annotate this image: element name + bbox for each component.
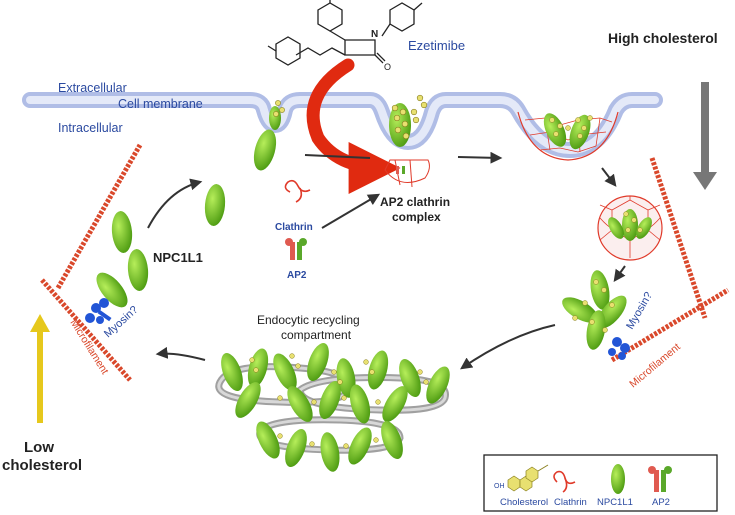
extracellular-label: Extracellular (58, 81, 127, 95)
arrow-to-recycling (460, 324, 556, 370)
arrow-clathrin-to-complex (321, 193, 381, 229)
legend-cholesterol-label: Cholesterol (500, 497, 548, 508)
npc1l1-membrane-pit-2 (389, 94, 428, 147)
endocytic-label-line2: compartment (281, 328, 352, 342)
oxygen-label: O (384, 62, 391, 72)
ap2-small (396, 166, 405, 174)
myosin-left-label: Myosin? (102, 304, 140, 340)
arrow-recycling-to-left (155, 346, 206, 361)
ezetimibe-label: Ezetimibe (408, 38, 465, 53)
ap2-free (285, 238, 307, 260)
intracellular-label: Intracellular (58, 121, 123, 135)
arrow-pit-to-vesicle (601, 167, 617, 187)
microfilament-left-label: Microfilament (67, 317, 110, 376)
nitrogen-label: N (371, 29, 378, 40)
microfilament-right (610, 157, 730, 363)
myosin-right (608, 337, 630, 360)
high-cholesterol-label: High cholesterol (608, 30, 718, 46)
low-cholesterol-label-line1: Low (24, 439, 54, 456)
microfilament-right-label: Microfilament (627, 341, 683, 390)
arrow-to-membrane (147, 178, 203, 229)
legend-clathrin-label: Clathrin (554, 497, 587, 508)
ap2-icon (648, 466, 672, 492)
npc1l1-label: NPC1L1 (153, 250, 203, 265)
myosin-left (85, 298, 112, 324)
high-cholesterol-arrow (693, 82, 717, 190)
ezetimibe-inhibition-arrow (306, 58, 401, 194)
legend-oh-label: OH (494, 483, 505, 490)
legend: OH Cholesterol Clathrin NPC1L1 AP2 (483, 454, 718, 512)
low-cholesterol-arrow (30, 314, 50, 423)
cholesterol-icon (507, 464, 549, 492)
ezetimibe-molecule (267, 0, 423, 66)
endocytic-label-line1: Endocytic recycling (257, 313, 360, 327)
endocytic-recycling-compartment (215, 342, 450, 472)
legend-ap2-label: AP2 (652, 497, 670, 508)
clathrin-coated-vesicle (597, 195, 663, 261)
ap2-label: AP2 (287, 270, 307, 281)
clathrin-free (284, 179, 311, 203)
npc1l1-proteins-left (96, 129, 277, 308)
clathrin-icon (553, 470, 576, 493)
ap2-clathrin-complex-line1: AP2 clathrin (380, 195, 450, 209)
legend-npc1l1-label: NPC1L1 (597, 497, 633, 508)
myosin-right-label: Myosin? (624, 290, 655, 331)
clathrin-pit-small (384, 159, 430, 188)
arrow-vesicle-to-uncoated (613, 265, 626, 282)
low-cholesterol-label-line2: cholesterol (2, 457, 82, 474)
ap2-clathrin-complex-line2: complex (392, 210, 441, 224)
npc1l1-membrane-pit-1 (269, 100, 285, 130)
clathrin-label: Clathrin (275, 222, 313, 233)
clathrin-coated-pit (517, 111, 619, 161)
npc1l1-cluster-right (562, 270, 627, 350)
cell-membrane-label: Cell membrane (118, 97, 203, 111)
arrow-to-vesicle (457, 151, 503, 164)
arrow-membrane-to-pit (304, 154, 371, 159)
npc1l1-icon (611, 464, 625, 494)
microfilament-left (40, 143, 143, 382)
